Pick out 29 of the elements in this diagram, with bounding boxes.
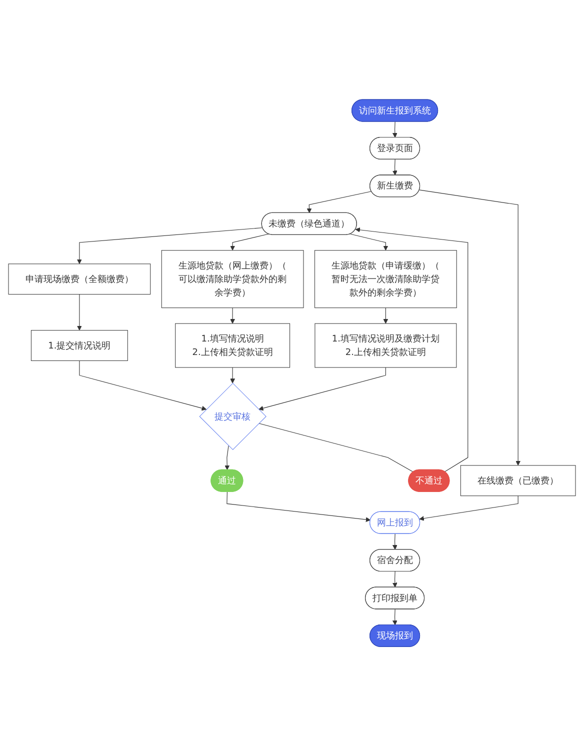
arrow [419, 495, 518, 521]
node-box: 申请现场缴费（全额缴费） [8, 264, 151, 294]
arrow [230, 234, 269, 250]
arrow [392, 121, 398, 138]
arrow [76, 227, 263, 264]
arrow [350, 234, 388, 250]
arrow [392, 571, 398, 588]
node-box: 1.提交情况说明 [30, 330, 128, 361]
connector [258, 423, 414, 472]
arrow [392, 608, 398, 626]
arrow [224, 445, 230, 470]
arrow [230, 307, 236, 324]
arrow [383, 307, 388, 324]
arrow [76, 294, 82, 330]
node-box: 1.填写情况说明及缴费计划 2.上传相关贷款证明 [314, 323, 457, 368]
arrow [392, 533, 398, 550]
node-box: 生源地贷款（网上缴费）（可以缴清除助学贷款外的剩余学费） [161, 250, 304, 308]
arrow [355, 227, 468, 472]
arrow [79, 360, 207, 411]
node-box: 生源地贷款（申请缓缴）（暂时无法一次缴清除助学贷款外的剩余学费） [314, 250, 457, 308]
node-diamond: 提交审核 [199, 382, 266, 450]
node-box: 在线缴费（已缴费） [460, 465, 576, 496]
arrow [419, 190, 521, 466]
arrow [226, 492, 371, 522]
arrow [230, 367, 236, 384]
arrow [258, 367, 386, 411]
arrow [306, 191, 372, 214]
arrow [392, 159, 398, 176]
node-box: 1.填写情况说明 2.上传相关贷款证明 [175, 323, 290, 368]
